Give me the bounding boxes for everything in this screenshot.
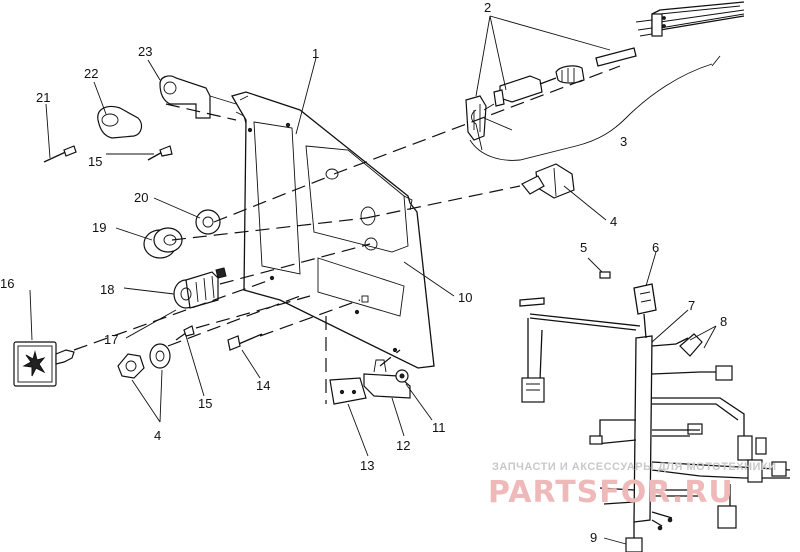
callout-18: 18: [100, 282, 114, 297]
callout-19: 19: [92, 220, 106, 235]
callout-13: 13: [360, 458, 374, 473]
callout-10: 10: [458, 290, 472, 305]
toggle-switch: [521, 163, 575, 199]
callout-15-lower: 15: [198, 396, 212, 411]
callout-17: 17: [104, 332, 118, 347]
callout-14: 14: [256, 378, 270, 393]
harness-assembly: [465, 1, 745, 161]
callout-22: 22: [84, 66, 98, 81]
callout-7: 7: [688, 298, 695, 313]
callout-15-upper: 15: [88, 154, 102, 169]
main-wire-harness: [519, 271, 791, 552]
watermark: ЗАПЧАСТИ И АКСЕССУАРЫ ДЛЯ МОТОТЕХНИКИ PA…: [488, 461, 777, 510]
callout-20: 20: [134, 190, 148, 205]
left-components: [13, 75, 263, 387]
callout-5: 5: [580, 240, 587, 255]
callout-11: 11: [432, 420, 446, 435]
lower-bracket-parts: [325, 316, 411, 405]
instrument-panel: [231, 91, 435, 369]
callout-labels: 1 2 3 4 4 5 6 7 8 9 10 11 12 13 14 15 15…: [0, 0, 727, 545]
callout-23: 23: [138, 44, 152, 59]
callout-leaders: [29, 15, 721, 545]
callout-3: 3: [620, 134, 627, 149]
watermark-tagline: ЗАПЧАСТИ И АКСЕССУАРЫ ДЛЯ МОТОТЕХНИКИ: [492, 461, 777, 473]
assembly-lines: [73, 65, 621, 367]
callout-8: 8: [720, 314, 727, 329]
callout-2: 2: [484, 0, 491, 15]
callout-1: 1: [312, 46, 319, 61]
callout-4-nut: 4: [154, 428, 161, 443]
callout-6: 6: [652, 240, 659, 255]
watermark-logo: PARTSFOR.RU: [488, 475, 734, 510]
callout-9: 9: [590, 530, 597, 545]
callout-16: 16: [0, 276, 14, 291]
callout-4-switch: 4: [610, 214, 617, 229]
callout-12: 12: [396, 438, 410, 453]
callout-21: 21: [36, 90, 50, 105]
